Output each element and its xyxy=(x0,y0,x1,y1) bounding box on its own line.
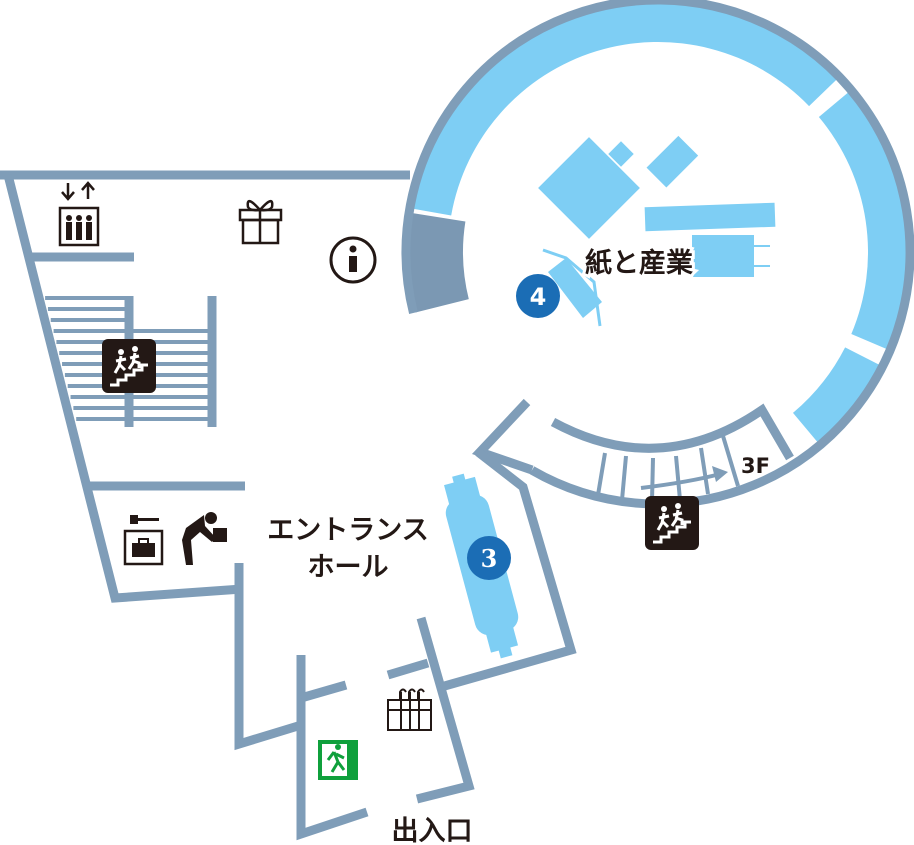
stairs-icon[interactable] xyxy=(645,496,699,550)
info-desk-wedge xyxy=(408,212,469,313)
escalator-icon[interactable] xyxy=(102,339,156,393)
entrance-exit-label: 出入口 xyxy=(392,816,473,845)
stair-tread xyxy=(674,455,682,501)
exhibit-badge-4[interactable]: 4 xyxy=(516,274,560,318)
gift-shop-icon[interactable] xyxy=(238,200,283,245)
elevator-icon[interactable] xyxy=(58,181,100,247)
stair-tread xyxy=(650,457,655,502)
exhibit-badge-3[interactable]: 3 xyxy=(467,536,511,580)
paper-industry-exhibits xyxy=(538,135,776,327)
exhibit-ring-band xyxy=(413,4,907,442)
floor-3f-label: 3F xyxy=(741,454,770,478)
paper-industry-label: 紙と産業 xyxy=(585,247,693,279)
stair-tread xyxy=(596,452,607,496)
svg-text:4: 4 xyxy=(530,283,547,311)
entrance-hall-label-1: エントランス xyxy=(267,515,428,546)
svg-text:3: 3 xyxy=(481,544,498,573)
stair-tread xyxy=(699,447,710,495)
stair-tread xyxy=(721,435,740,487)
walls xyxy=(0,170,577,841)
umbrella-stand-icon[interactable] xyxy=(387,688,432,731)
information-icon[interactable] xyxy=(329,236,377,284)
round-hall-outer-wall xyxy=(401,0,914,509)
coin-locker-icon[interactable] xyxy=(123,515,164,566)
entrance-hall-label-2: ホール xyxy=(308,552,389,583)
emergency-exit-icon[interactable] xyxy=(318,740,358,780)
drinking-fountain-icon[interactable] xyxy=(182,512,227,565)
stair-tread xyxy=(620,455,628,501)
